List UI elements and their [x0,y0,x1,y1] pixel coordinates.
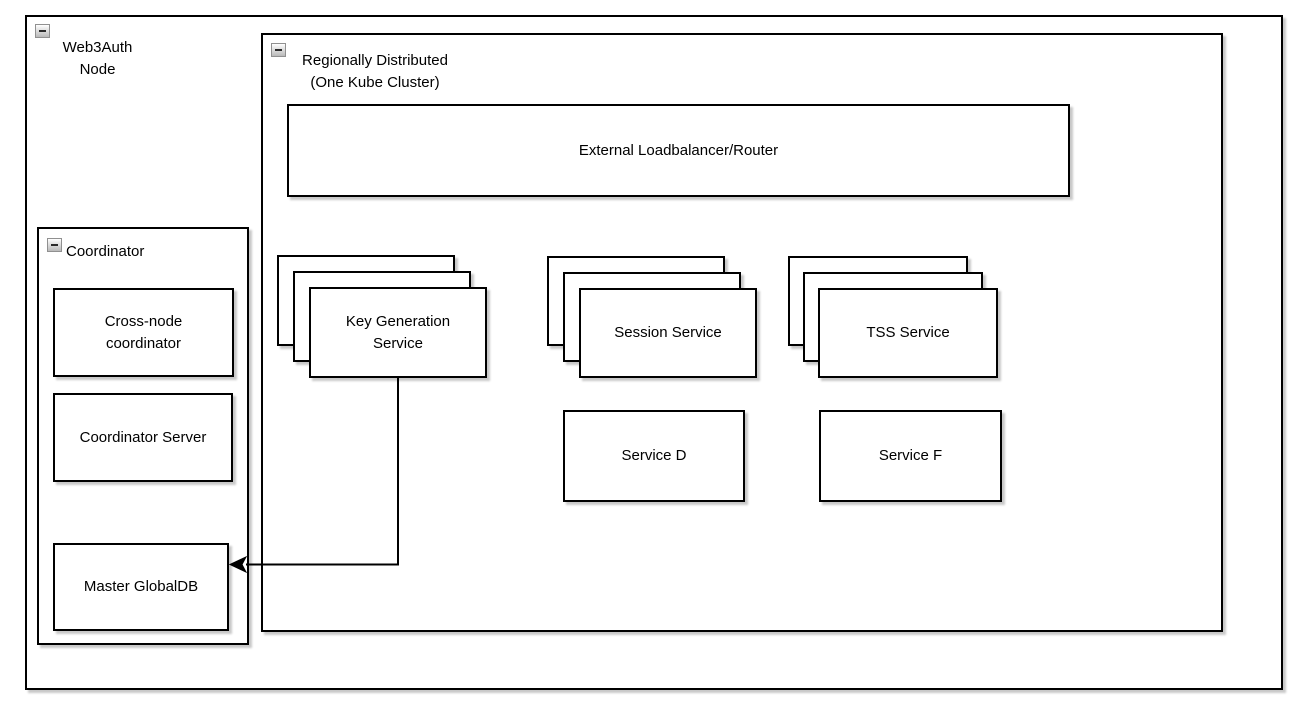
box-label: Service D [621,447,687,464]
box-label: Key Generation Service [345,312,451,352]
container-label-regionally-distributed: Regionally Distributed (One Kube Cluster… [302,52,448,91]
box-label: Master GlobalDB [83,578,199,595]
collapse-icon[interactable] [35,24,50,38]
box-key-generation-service[interactable]: Key Generation Service [309,287,487,378]
container-label-coordinator: Coordinator [66,243,145,260]
box-cross-node-coordinator[interactable]: Cross-node coordinator [53,288,234,377]
box-tss-service[interactable]: TSS Service [818,288,998,378]
box-service-d[interactable]: Service D [563,410,745,502]
collapse-icon[interactable] [271,43,286,57]
box-label: Coordinator Server [79,428,207,446]
box-label: Service F [878,447,943,464]
box-external-loadbalancer-router[interactable]: External Loadbalancer/Router [287,104,1070,197]
minus-icon [275,49,282,51]
box-label: Session Service [614,324,722,341]
box-coordinator-server[interactable]: Coordinator Server [53,393,233,482]
box-master-globaldb[interactable]: Master GlobalDB [53,543,229,631]
collapse-icon[interactable] [47,238,62,252]
box-label: External Loadbalancer/Router [578,141,779,159]
box-service-f[interactable]: Service F [819,410,1002,502]
container-label-web3auth-node: Web3Auth Node [62,39,133,78]
minus-icon [39,30,46,32]
box-label: Cross-node coordinator [104,312,183,352]
box-label: TSS Service [866,324,950,341]
minus-icon [51,244,58,246]
box-session-service[interactable]: Session Service [579,288,757,378]
